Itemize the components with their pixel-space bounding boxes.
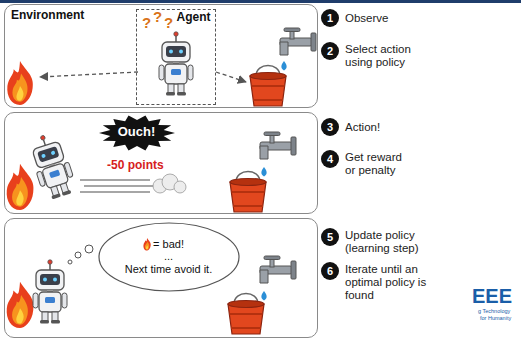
step-number: 5 bbox=[321, 228, 339, 246]
step-text: Action! bbox=[345, 121, 465, 134]
logo-tagline: g Technology bbox=[478, 308, 510, 314]
dashed-arrow bbox=[40, 72, 138, 77]
environment-label: Environment bbox=[11, 9, 84, 23]
question-mark: ? bbox=[153, 8, 162, 25]
fire-icon bbox=[143, 238, 150, 251]
panel1-art bbox=[7, 28, 316, 106]
step-number: 3 bbox=[321, 118, 339, 136]
question-mark: ? bbox=[164, 14, 173, 31]
panel3-art bbox=[260, 256, 296, 283]
dust-cloud bbox=[153, 174, 186, 193]
panel2-art bbox=[261, 167, 266, 177]
thought-text: ... bbox=[98, 250, 240, 263]
scene-panel: -50 points Ouch! bbox=[4, 112, 318, 214]
callout-number: 2 bbox=[321, 45, 339, 58]
bubble-shape bbox=[99, 223, 239, 291]
question-mark: ? bbox=[142, 14, 151, 31]
thought-text: Next time avoid it. bbox=[98, 263, 240, 276]
agent-label: Agent bbox=[177, 11, 211, 25]
step-number: 6 bbox=[321, 262, 339, 280]
panel3-art bbox=[33, 260, 67, 324]
motion-lines bbox=[80, 180, 156, 192]
step-text: Select action using policy bbox=[345, 43, 423, 69]
step-number: 1 bbox=[321, 9, 339, 27]
panel1-art bbox=[159, 32, 193, 96]
panel2-art bbox=[230, 172, 266, 213]
callout-number: 6 bbox=[321, 265, 339, 278]
thought-dots bbox=[68, 245, 93, 264]
panel1-art bbox=[250, 66, 286, 107]
top-bar bbox=[0, 0, 521, 3]
dashed-arrow bbox=[216, 72, 246, 82]
step-number: 4 bbox=[321, 150, 339, 168]
panel3-art bbox=[228, 294, 264, 335]
callout-number: 5 bbox=[321, 231, 339, 244]
step-text: Get reward or penalty bbox=[345, 151, 411, 177]
ouch-text: Ouch! bbox=[98, 125, 176, 140]
motion-lines bbox=[80, 179, 150, 180]
step-number: 2 bbox=[321, 42, 339, 60]
ouch-burst: Ouch! bbox=[98, 114, 176, 152]
panel1-art bbox=[281, 61, 286, 71]
panel2-art bbox=[260, 132, 296, 159]
thought-dots bbox=[75, 252, 81, 258]
panel1-art bbox=[280, 28, 316, 55]
thought-dots bbox=[85, 245, 93, 253]
step-text: Update policy (learning step) bbox=[345, 229, 433, 255]
step-text: Observe bbox=[345, 12, 465, 25]
callout-number: 1 bbox=[321, 12, 339, 25]
thought-dots bbox=[68, 260, 72, 264]
panel2-art bbox=[7, 164, 34, 210]
motion-lines bbox=[84, 185, 156, 186]
panel2-art bbox=[26, 130, 78, 201]
motion-lines bbox=[80, 191, 150, 192]
panel3-art bbox=[261, 291, 266, 301]
burst-shape bbox=[99, 115, 175, 150]
logo-tagline: for Humanity bbox=[480, 315, 511, 321]
step-text: Iterate until an optimal policy is found bbox=[345, 263, 437, 303]
thought-text: = bad! bbox=[98, 238, 240, 251]
panel3-art bbox=[7, 282, 34, 328]
callout-number: 4 bbox=[321, 153, 339, 166]
penalty-text: -50 points bbox=[107, 159, 164, 173]
logo-text: EEE bbox=[472, 285, 512, 308]
scene-panel: = bad!...Next time avoid it. bbox=[4, 218, 318, 338]
dust-cloud bbox=[174, 181, 186, 193]
panel1-art bbox=[7, 61, 33, 105]
callout-number: 3 bbox=[321, 121, 339, 134]
fire-icon bbox=[143, 238, 150, 251]
thought-bubble: = bad!...Next time avoid it. bbox=[98, 222, 240, 292]
